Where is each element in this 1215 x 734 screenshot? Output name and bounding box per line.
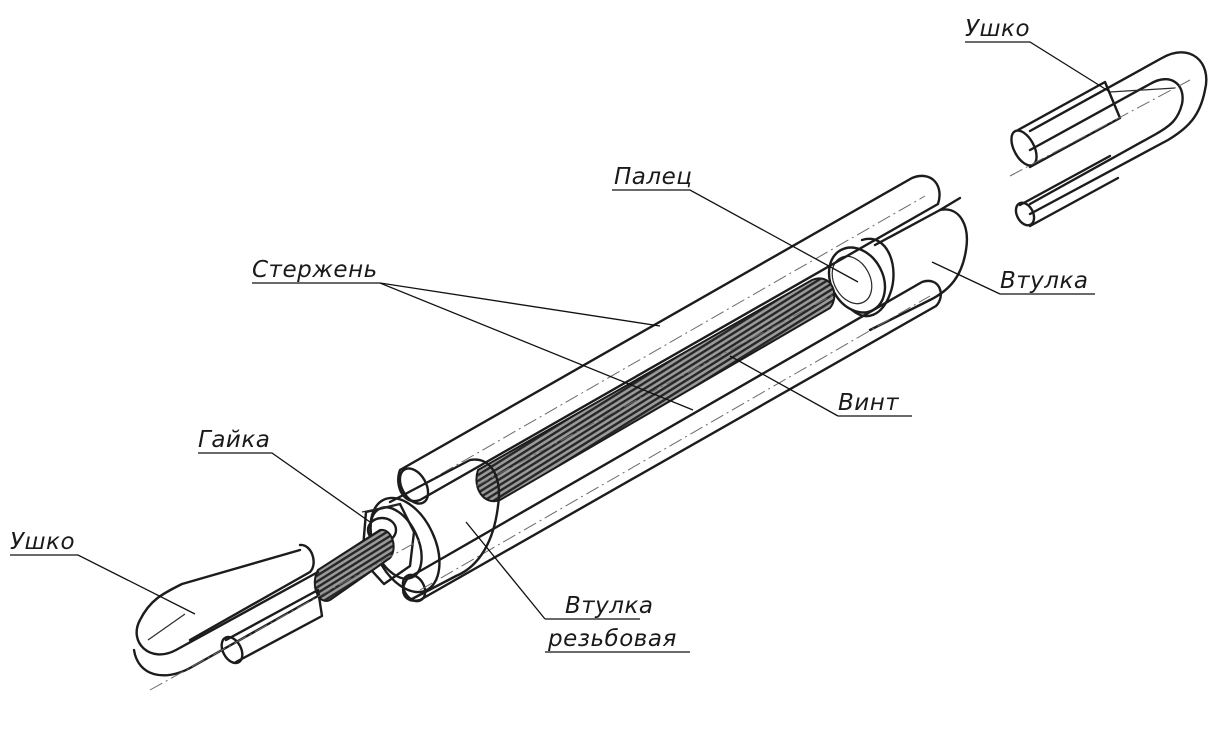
frame-rods [397, 174, 942, 603]
leader-lines [10, 41, 1111, 653]
label-vtulka-rezb-line2: резьбовая [547, 626, 677, 652]
label-vint: Винт [838, 390, 899, 416]
label-ushko-bottom: Ушко [10, 529, 75, 555]
top-eye-hook [1009, 51, 1208, 228]
label-sterzhen: Стержень [252, 257, 378, 283]
screw [475, 277, 836, 503]
label-gaika: Гайка [198, 427, 270, 453]
label-vtulka-rezb-line1: Втулка [565, 593, 653, 619]
labels: Ушко Палец Стержень Втулка Винт Гайка Уш… [10, 16, 1088, 652]
bottom-screw [313, 528, 395, 602]
bottom-eye-hook [132, 539, 421, 691]
label-ushko-top: Ушко [965, 16, 1030, 42]
label-palets: Палец [614, 164, 692, 190]
label-vtulka: Втулка [1000, 268, 1088, 294]
